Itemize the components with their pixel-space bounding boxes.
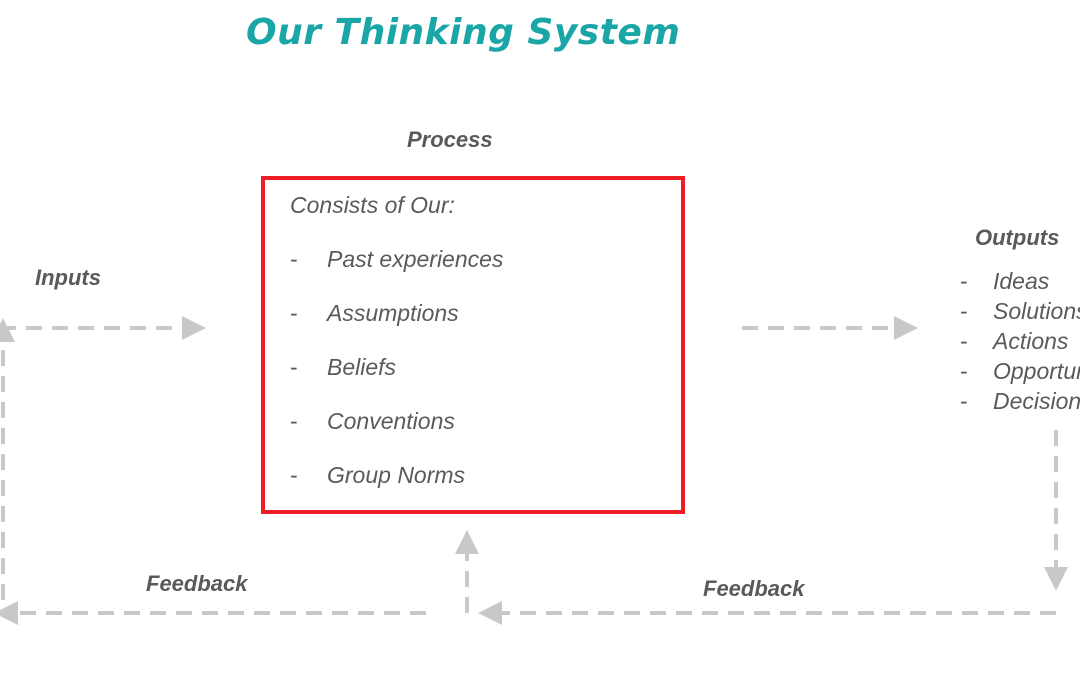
output-bullet: -: [960, 298, 968, 324]
process-box: [261, 176, 685, 514]
output-item: -Opportunities: [960, 356, 1080, 386]
output-item-label: Opportunities: [993, 358, 1080, 384]
process-item-label: Beliefs: [327, 354, 397, 380]
output-bullet: -: [960, 328, 968, 354]
output-item-label: Decisions: [993, 388, 1080, 414]
output-item: -Actions: [960, 326, 1068, 356]
process-item: - Conventions: [290, 408, 455, 435]
process-label: Process: [407, 127, 493, 152]
process-bullet: -: [290, 408, 298, 434]
process-bullet: -: [290, 354, 298, 380]
output-item-label: Ideas: [993, 268, 1050, 294]
output-item: -Solutions: [960, 296, 1080, 326]
process-item: - Past experiences: [290, 246, 503, 273]
output-bullet: -: [960, 358, 968, 384]
process-heading: Consists of Our:: [290, 192, 455, 218]
outputs-label: Outputs: [975, 225, 1060, 250]
process-item: - Group Norms: [290, 462, 465, 489]
process-item: - Beliefs: [290, 354, 396, 381]
process-bullet: -: [290, 300, 298, 326]
process-item-label: Conventions: [327, 408, 455, 434]
output-item: -Decisions: [960, 386, 1080, 416]
feedback-left-label: Feedback: [146, 571, 248, 596]
inputs-label: Inputs: [35, 265, 101, 290]
process-bullet: -: [290, 462, 298, 488]
output-item: -Ideas: [960, 266, 1049, 296]
output-bullet: -: [960, 268, 968, 294]
feedback-right-label: Feedback: [703, 576, 805, 601]
process-item-label: Past experiences: [327, 246, 504, 272]
diagram-title: Our Thinking System: [246, 12, 681, 53]
output-bullet: -: [960, 388, 968, 414]
process-item-label: Group Norms: [327, 462, 466, 488]
process-item: - Assumptions: [290, 300, 459, 327]
output-item-label: Actions: [993, 328, 1069, 354]
process-bullet: -: [290, 246, 298, 272]
output-item-label: Solutions: [993, 298, 1080, 324]
process-item-label: Assumptions: [327, 300, 459, 326]
